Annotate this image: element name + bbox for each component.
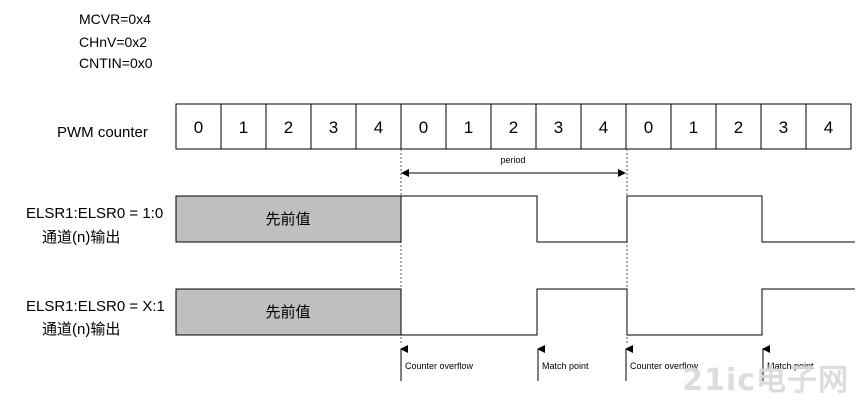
counter-cell-value: 2	[734, 118, 743, 137]
counter-cell	[490, 103, 537, 150]
counter-cell	[400, 103, 447, 150]
event-label: Match point	[767, 361, 814, 371]
channel1-label-line2: 通道(n)输出	[42, 229, 120, 246]
counter-cell-value: 4	[824, 118, 833, 137]
counter-cell	[715, 103, 762, 150]
event-markers: Counter overflow Match point Counter overf…	[400, 345, 814, 381]
counter-cell-value: 3	[554, 118, 563, 137]
counter-cell-value: 1	[689, 118, 698, 137]
counter-cell	[535, 103, 582, 150]
channel2-previous-value-label: 先前值	[265, 304, 310, 321]
counter-cell	[445, 103, 492, 150]
counter-cell-value: 1	[464, 118, 473, 137]
channel2-waveform	[400, 288, 855, 336]
param-chnv: CHnV=0x2	[79, 34, 147, 50]
channel2-label-line1: ELSR1:ELSR0 = X:1	[26, 298, 165, 315]
counter-cell-value: 0	[194, 118, 203, 137]
channel2-previous-value-box	[175, 288, 402, 336]
channel1-label-line1: ELSR1:ELSR0 = 1:0	[26, 205, 163, 222]
pwm-counter-label: PWM counter	[57, 124, 148, 141]
channel1-previous-value-label: 先前值	[265, 211, 310, 228]
pwm-counter-cells: 0 1 2 3 4 0 1 2 3 4 0 1 2 3 4	[175, 103, 852, 150]
param-mcvr: MCVR=0x4	[79, 11, 151, 27]
counter-cell	[220, 103, 267, 150]
counter-cell-value: 4	[599, 118, 608, 137]
counter-cell-value: 3	[329, 118, 338, 137]
counter-cell	[805, 103, 852, 150]
counter-cell-value: 0	[419, 118, 428, 137]
channel2-label-line2: 通道(n)输出	[42, 321, 120, 338]
channel1-previous-value-box	[175, 195, 402, 243]
watermark-logo: 21ic电子网	[682, 363, 849, 398]
counter-cell	[175, 103, 222, 150]
dashed-guides	[400, 149, 628, 345]
event-label: Counter overflow	[405, 361, 474, 371]
counter-cell-value: 3	[779, 118, 788, 137]
counter-cell-value: 2	[284, 118, 293, 137]
counter-cell	[355, 103, 402, 150]
counter-cell	[670, 103, 717, 150]
counter-cell-value: 4	[374, 118, 383, 137]
event-label: Match point	[542, 361, 589, 371]
counter-cell-value: 0	[644, 118, 653, 137]
counter-cell-value: 2	[509, 118, 518, 137]
event-label: Counter overflow	[630, 361, 699, 371]
channel1-waveform	[400, 195, 855, 243]
param-cntin: CNTIN=0x0	[79, 55, 153, 71]
counter-cell	[265, 103, 312, 150]
period-label: period	[500, 155, 525, 165]
counter-cell	[760, 103, 807, 150]
counter-cell	[580, 103, 627, 150]
counter-cell-value: 1	[239, 118, 248, 137]
